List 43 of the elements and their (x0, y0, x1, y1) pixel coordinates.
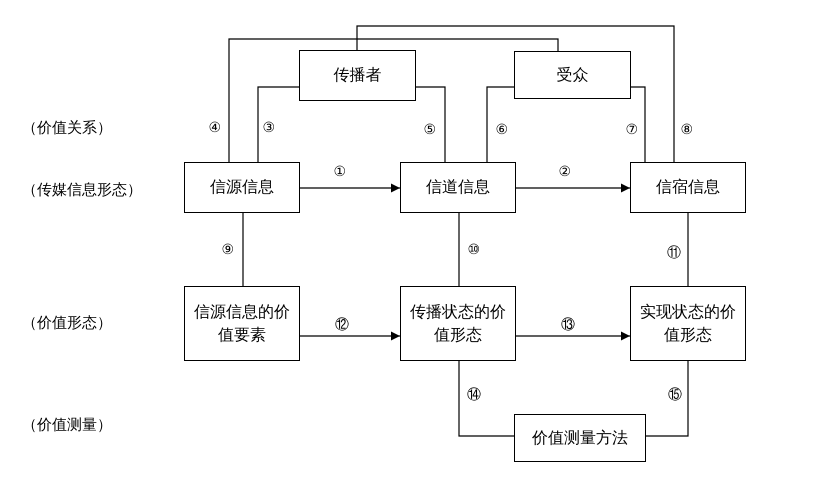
edge-label: ⑦ (624, 123, 640, 137)
edge-label: ⑤ (422, 123, 438, 137)
arrow (300, 332, 400, 340)
process-box: 信源信息的价值要素 (184, 286, 300, 361)
arrow (516, 184, 630, 192)
row-label: （价值测量） (22, 416, 112, 434)
arrow (516, 332, 630, 340)
edge-label: ⑭ (466, 388, 482, 402)
edge-label: ① (332, 165, 348, 179)
process-box: 信源信息 (184, 162, 300, 213)
process-box: 价值测量方法 (514, 414, 646, 462)
process-box: 传播状态的价值形态 (400, 286, 516, 361)
process-box: 传播者 (299, 50, 416, 101)
connector-line (458, 361, 514, 437)
edge-label: ④ (208, 121, 222, 135)
edge-label: ⑧ (680, 123, 694, 137)
edge-label: ⑪ (666, 246, 682, 260)
connector-line (242, 213, 244, 286)
edge-label: ⑬ (560, 318, 576, 332)
connector-line (356, 25, 675, 162)
row-label: （价值形态） (22, 314, 112, 332)
process-box: 受众 (514, 51, 631, 99)
edge-label: ⑩ (466, 243, 482, 257)
row-label: （传媒信息形态） (22, 180, 142, 200)
connector-line (486, 86, 514, 162)
process-box: 信宿信息 (630, 162, 746, 213)
edge-label: ⑨ (220, 243, 236, 257)
connector-line (631, 86, 646, 162)
connector-line (416, 86, 446, 162)
edge-label: ⑥ (494, 123, 510, 137)
edge-label: ⑮ (667, 388, 683, 402)
process-box: 信道信息 (400, 162, 516, 213)
connector-line (257, 86, 299, 162)
edge-label: ⑫ (334, 318, 350, 332)
connector-line (687, 213, 689, 286)
edge-label: ③ (262, 121, 276, 135)
process-box: 实现状态的价值形态 (630, 286, 746, 361)
connector-line (458, 213, 460, 286)
arrow (300, 184, 400, 192)
connector-line (228, 38, 559, 162)
row-label: （价值关系） (22, 118, 112, 138)
edge-label: ② (558, 165, 572, 179)
connector-line (646, 361, 689, 437)
